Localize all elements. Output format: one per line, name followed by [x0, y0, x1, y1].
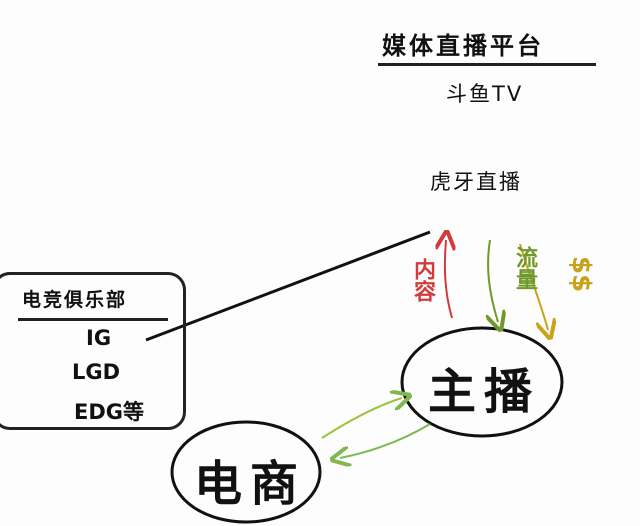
platform-douyu: 斗鱼TV — [446, 82, 524, 106]
club-item-lgd: LGD — [72, 360, 121, 384]
esports-club-underline — [18, 318, 168, 321]
media-header-underline — [378, 63, 596, 66]
money-arrow — [519, 243, 548, 330]
platform-huya: 虎牙直播 — [430, 170, 522, 194]
ecommerce-node-label: 电商 — [194, 456, 307, 512]
esports-club-header: 电竞俱乐部 — [22, 289, 128, 311]
esports-club-box — [0, 272, 186, 430]
money-flow-label: $$ — [566, 256, 596, 293]
streamer-node-outline — [400, 326, 564, 438]
streamer-node-label: 主播 — [428, 364, 541, 420]
media-platform-header: 媒体直播平台 — [382, 32, 544, 60]
ecommerce-node-outline — [170, 420, 322, 524]
traffic-arrow — [488, 239, 498, 322]
content-flow-label: 内容 — [410, 258, 435, 302]
club-item-ig: IG — [86, 326, 112, 350]
traffic-flow-label: 流量 — [512, 246, 537, 290]
streamer-to-ecommerce-arrow — [340, 423, 431, 458]
club-platform-connector — [145, 230, 431, 342]
club-item-edg: EDG等 — [74, 400, 145, 424]
content-arrow — [445, 240, 452, 319]
ecommerce-to-streamer-arrow — [321, 398, 402, 439]
